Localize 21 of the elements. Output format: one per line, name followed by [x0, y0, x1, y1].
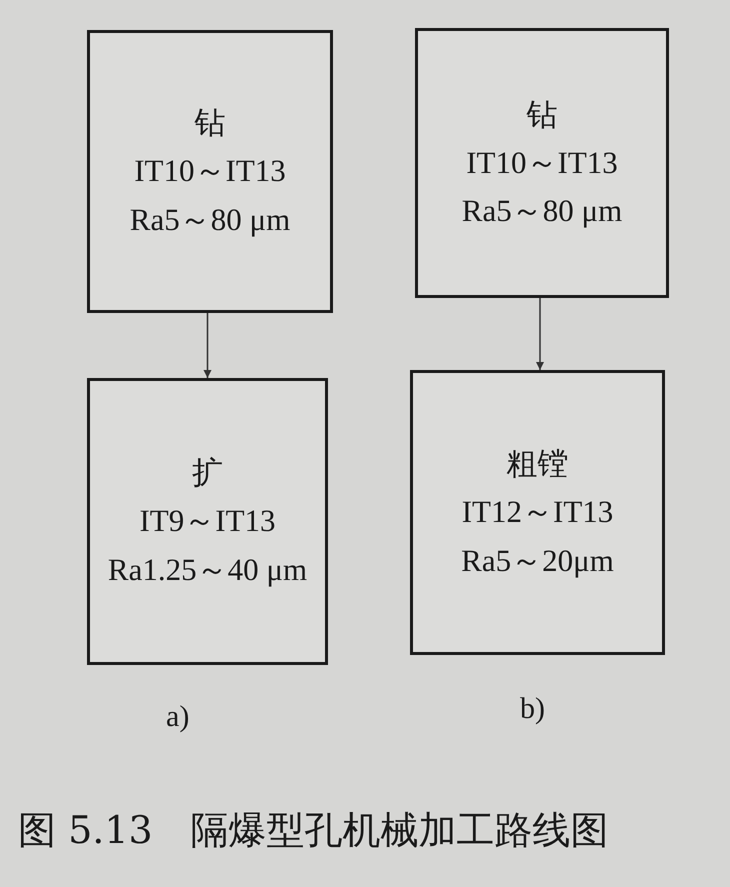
subfigure-label: b)	[520, 692, 545, 726]
step-name: 钻	[526, 98, 558, 132]
tolerance-text: Ra5～80 μm	[462, 194, 622, 228]
tolerance-text: Ra5～80 μm	[130, 202, 290, 237]
process-box	[87, 378, 328, 665]
tolerance-text: IT9～IT13	[139, 504, 276, 539]
arrow	[536, 298, 544, 370]
process-box	[410, 370, 665, 655]
step-name: 扩	[192, 456, 223, 490]
tolerance-text: IT12～IT13	[462, 495, 614, 530]
tolerance-text: IT10～IT13	[466, 146, 618, 180]
step-name: 粗镗	[506, 447, 568, 482]
process-box	[415, 28, 669, 298]
tolerance-text: Ra5～20μm	[461, 544, 614, 578]
subfigure-label: a)	[166, 700, 190, 734]
tolerance-text: IT10～IT13	[134, 154, 286, 189]
arrow	[204, 313, 212, 378]
process-box	[87, 30, 333, 313]
step-name: 钻	[194, 106, 226, 140]
figure-caption: 图 5.13 隔爆型孔机械加工路线图	[18, 807, 609, 854]
tolerance-text: Ra1.25～40 μm	[108, 552, 308, 587]
